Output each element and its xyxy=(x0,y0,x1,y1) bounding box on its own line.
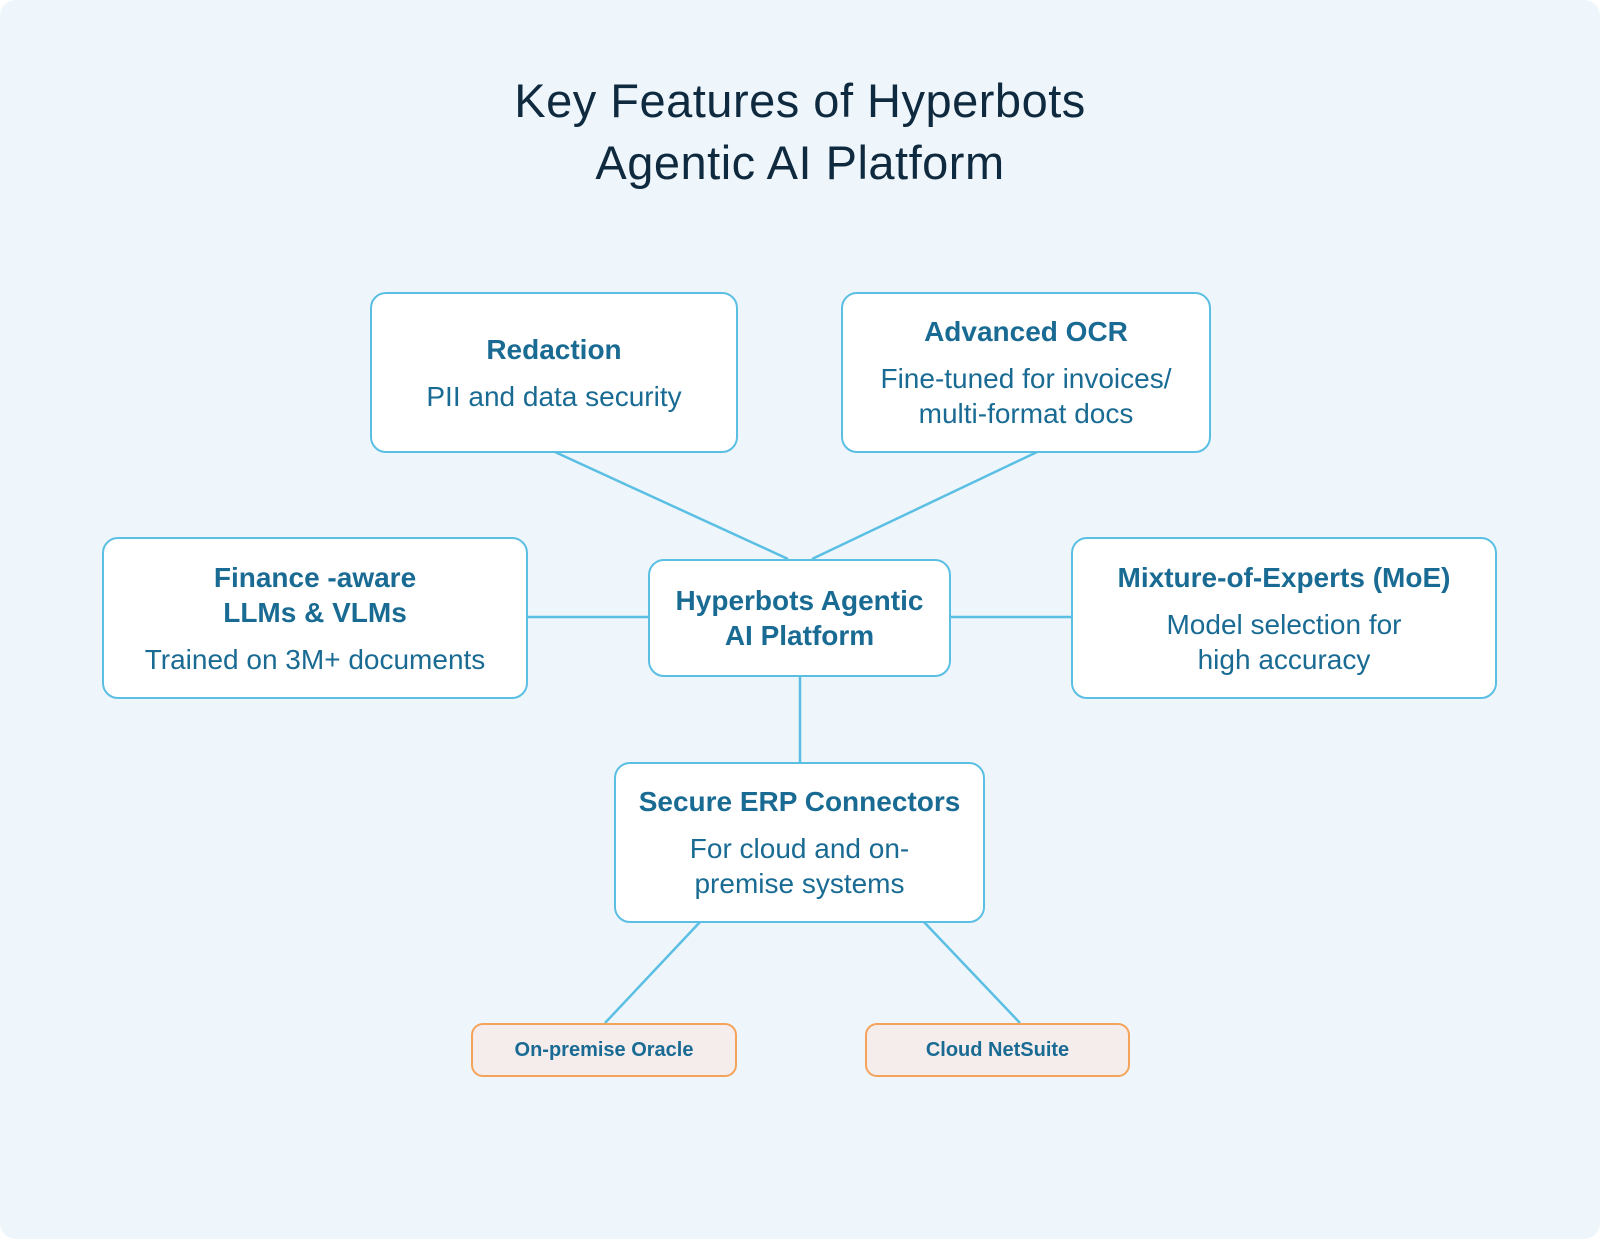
erp-desc: For cloud and on- premise systems xyxy=(689,833,910,899)
connector-ocr xyxy=(811,450,1038,561)
ocr-heading: Advanced OCR xyxy=(924,316,1128,347)
feature-advanced-ocr: Advanced OCR Fine-tuned for invoices/ mu… xyxy=(841,292,1211,453)
title-line-2: Agentic AI Platform xyxy=(595,136,1005,189)
finance-heading: Finance -aware LLMs & VLMs xyxy=(213,561,417,628)
diagram-title: Key Features of Hyperbots Agentic AI Pla… xyxy=(0,70,1600,194)
moe-desc: Model selection for high accuracy xyxy=(1166,608,1402,675)
redaction-heading: Redaction xyxy=(486,333,622,365)
finance-desc: Trained on 3M+ documents xyxy=(144,643,486,675)
redaction-desc: PII and data security xyxy=(426,380,682,412)
feature-redaction: Redaction PII and data security xyxy=(370,292,738,453)
erp-target-oracle: On-premise Oracle xyxy=(471,1023,737,1077)
connector-oracle xyxy=(604,921,701,1024)
title-line-1: Key Features of Hyperbots xyxy=(514,74,1086,127)
feature-moe: Mixture-of-Experts (MoE) Model selection… xyxy=(1071,537,1497,699)
center-platform-node: Hyperbots Agentic AI Platform xyxy=(648,559,951,677)
connector-redaction xyxy=(554,450,789,561)
center-heading: Hyperbots Agentic AI Platform xyxy=(675,585,924,651)
feature-finance-llms: Finance -aware LLMs & VLMs Trained on 3M… xyxy=(102,537,528,699)
moe-heading: Mixture-of-Experts (MoE) xyxy=(1117,561,1451,593)
erp-heading: Secure ERP Connectors xyxy=(638,786,961,817)
ocr-desc: Fine-tuned for invoices/ multi-format do… xyxy=(880,363,1172,429)
feature-erp-connectors: Secure ERP Connectors For cloud and on- … xyxy=(614,762,985,923)
connector-netsuite xyxy=(923,921,1021,1024)
erp-target-netsuite: Cloud NetSuite xyxy=(865,1023,1130,1077)
